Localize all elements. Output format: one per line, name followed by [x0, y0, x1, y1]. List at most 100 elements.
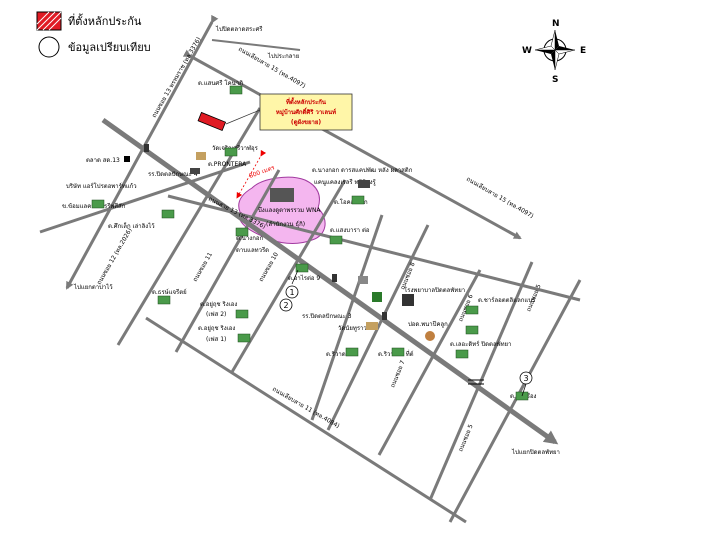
building-icon [345, 347, 359, 357]
place-p3: ต.PRONTERA [208, 161, 247, 168]
label-road-11: ถนนเลียบสาย 11 (ทล.4084) [271, 385, 341, 430]
sukhumvit-15-road [182, 49, 522, 240]
landmark-icons [124, 144, 484, 385]
legend: ที่ตั้งหลักประกัน ข้อมูลเปรียบเทียบ [36, 11, 151, 58]
building-icon [91, 199, 105, 209]
place-p20: (เฟส 1) [206, 336, 226, 343]
store-icon [372, 292, 382, 302]
building-icon [161, 209, 175, 219]
traffic-light-icon [332, 274, 337, 282]
place-p22: วัดนัยทูราวส [338, 325, 371, 332]
place-p25: ต.ชาร์ลอตตลิแลกแนร์ [478, 296, 536, 304]
building-icon [391, 347, 405, 357]
dir-to-pattaya: ไปแยกปิดตลพัทยา [511, 448, 560, 456]
traffic-light-icon [382, 312, 387, 320]
label-sukhumvit-15: ถนนเลียบสาย 15 (ทล.4097) [237, 45, 307, 90]
building-dark-icon [358, 180, 370, 188]
building-icon [157, 295, 171, 305]
temple-icon [366, 322, 378, 330]
place-p18: (เฟส 2) [206, 311, 226, 318]
building-icon [351, 195, 365, 205]
road-7 [377, 269, 482, 456]
building-icon [229, 85, 243, 95]
place-p19: ต.อยู่ฤช ริงเอง [198, 325, 235, 332]
dir-to-market: ไปประกลาย [267, 52, 299, 60]
collateral-site-marker [197, 111, 227, 132]
building-icon [224, 147, 238, 157]
gas-station-icon [358, 276, 368, 284]
pond-label: บึงแลงดูตาพรรวม WNA [258, 207, 322, 214]
comparable-markers: 1 2 3 [279, 269, 533, 397]
place-p1: ต.แสนศรี โคนาภิ [198, 79, 243, 87]
road-13-prommarat [65, 14, 219, 290]
callout-line1: ที่ตั้งหลักประกัน [286, 96, 327, 106]
place-p9: ต.นางกอก [236, 235, 263, 242]
place-p8: ต.ศึกเล็ก เล่าลิงไว้ [108, 221, 155, 230]
place-p15: ต.อาไรต่อ 9 [288, 274, 320, 282]
building-icon [235, 227, 249, 237]
compass-rose: N S W E [522, 19, 586, 85]
site-callout: ที่ตั้งหลักประกัน หมู่บ้านศักดิ์ศิริ วาเ… [225, 93, 353, 131]
compass-w: W [522, 46, 532, 56]
compass-s: S [552, 75, 558, 85]
road-secondary-diagonal [167, 194, 581, 302]
place-p11: ต.นางกอก ดารสแคปพัฒ หลัง ผลาสติก [312, 167, 413, 174]
road-9 [310, 214, 384, 421]
dir-to-muang: ไปแยกตาบ่าไว้ [73, 283, 113, 291]
label-soi-11: ถนนซอย 11 [192, 251, 214, 283]
label-soi-10: ถนนซอย 10 [258, 251, 280, 283]
callout-line3: (ดูผังขยาย) [291, 118, 322, 127]
traffic-light-icon [144, 144, 149, 152]
building-icon [329, 235, 343, 245]
market-icon [124, 156, 130, 162]
building-icon [237, 333, 251, 343]
school-icon [190, 168, 200, 174]
comparable-marker-2-label: 2 [283, 301, 288, 310]
comparable-marker-3-label: 3 [523, 374, 528, 383]
place-p4: ตลาด สด.13 [86, 157, 120, 164]
compass-n: N [552, 19, 560, 29]
place-p27: ต.ริวาด [326, 351, 346, 358]
comparable-marker-3[interactable] [519, 371, 533, 385]
road-left-fringe [211, 39, 301, 51]
dir-to-krasaesin: ไปปิดตลาดสระศรี [215, 25, 263, 33]
place-p16: ต.ธรษ์แจรีตย์ [152, 288, 187, 296]
callout-line2: หมู่บ้านศักดิ์ศิริ วาเลนท์ [276, 107, 336, 117]
building-icon [235, 309, 249, 319]
road-11-lower [145, 316, 467, 524]
road-13-parallel [39, 160, 251, 234]
site-legend-label: ที่ตั้งหลักประกัน [68, 13, 142, 28]
building-icon [295, 263, 309, 273]
hospital-icon [402, 294, 414, 306]
comparable-marker-2[interactable] [279, 298, 293, 312]
place-p10: ดาบแลทวรีด [236, 246, 269, 254]
pond-label-2: (ลำนักงาน ธุ์กิ) [266, 220, 305, 228]
place-p21: รร.ปิดตลปักษณะ 3 [302, 313, 352, 320]
place-p14: ต.แสงบารา ต่อ [330, 227, 370, 234]
direction-labels: ไปปิดตลาดสระศรี ไปประกลาย ไปแยกตาบ่าไว้ … [73, 25, 560, 456]
place-p24: ปอด.พนาปีคลูก [408, 320, 448, 328]
building-icon [465, 305, 479, 315]
place-p12: แคนูแคลงเรลรี ทศิกิลงรู้ [314, 178, 377, 186]
comparable-legend-circle [38, 36, 60, 58]
comparable-marker-1[interactable] [285, 285, 299, 299]
road-5 [448, 279, 582, 523]
place-p26: ต.เลอะดิทร์ ปิดตลพัทยา [450, 340, 511, 348]
label-road-12: ถนนซอย 12 (ทล.2026) [96, 227, 134, 286]
temple-icon [196, 152, 206, 160]
comparable-legend-label: ข้อมูลเปรียบเทียบ [68, 41, 151, 54]
police-icon [425, 331, 435, 341]
building-icon [455, 349, 469, 359]
place-p17: ต.อยู่ฤช ริงเอง [200, 301, 237, 308]
label-soi-7: ถนนซอย 7 [389, 359, 406, 388]
comparable-marker-1-label: 1 [289, 288, 294, 297]
label-road-13: ถนนซอย 13 พรหมราช (ทล.3376) [151, 36, 203, 119]
place-p13: ต.โอคอนเสีก [334, 198, 368, 206]
place-p6: บริษัท แอร์โปรตอพาร์ทแก้ว [66, 182, 137, 190]
factory-icon [270, 188, 294, 202]
distance-label: 800 เมตร [248, 164, 276, 180]
building-icon [465, 325, 479, 335]
place-p5: รร.ปิดตลปักษณะ 4 [148, 171, 198, 178]
road-6 [428, 261, 534, 501]
